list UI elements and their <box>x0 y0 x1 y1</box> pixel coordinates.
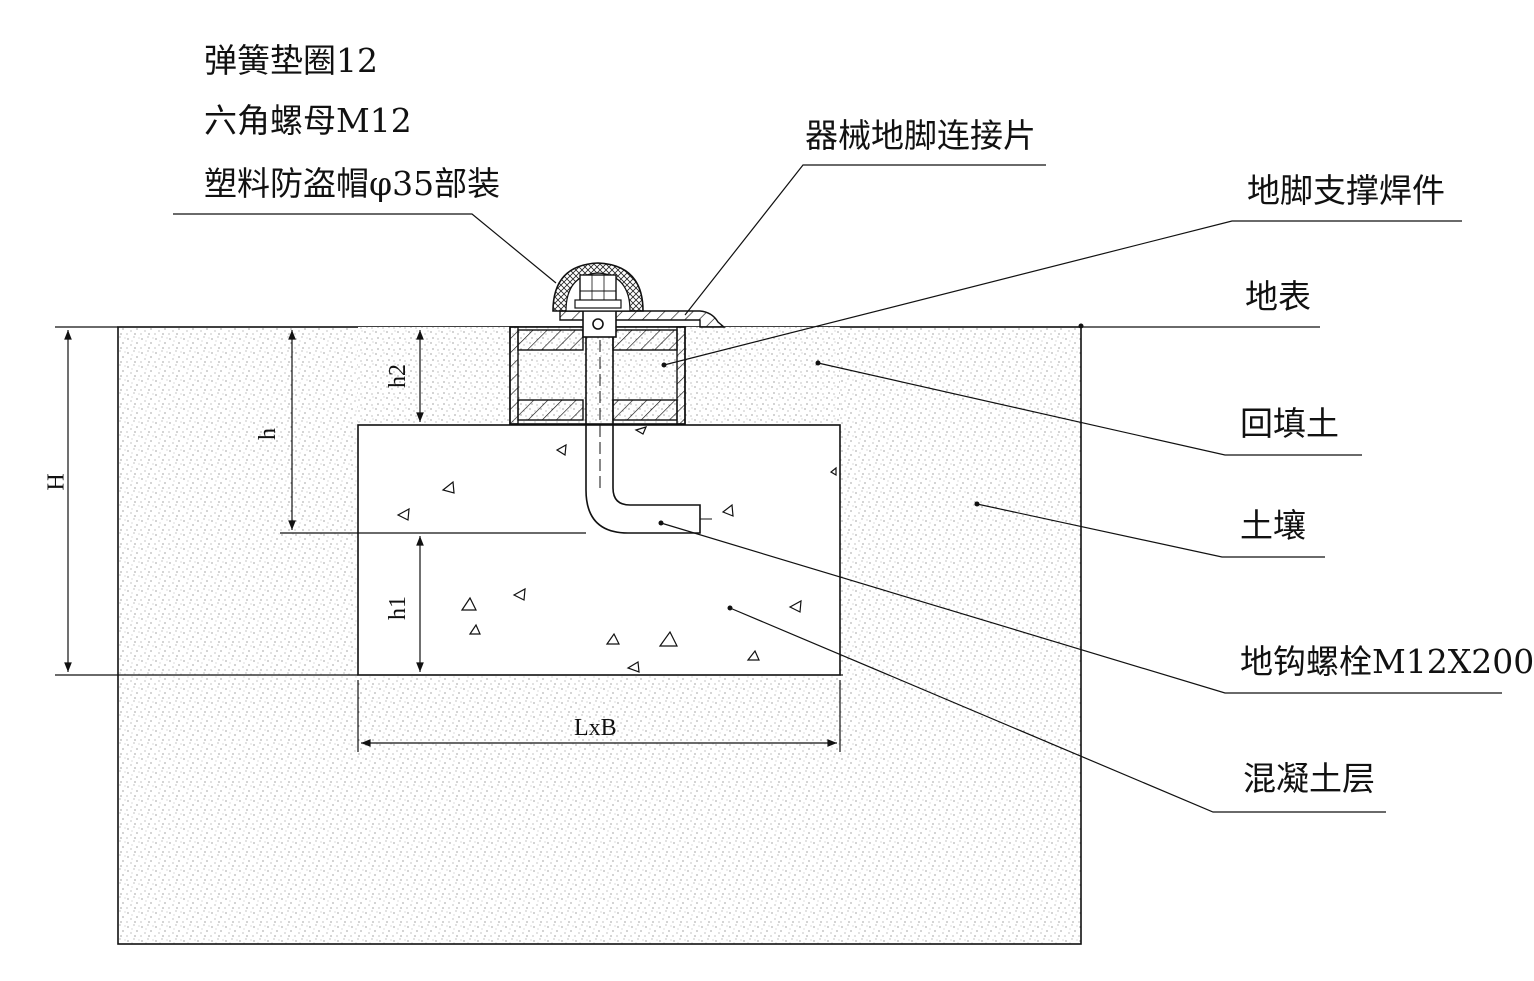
backfill-region <box>358 327 840 425</box>
dim-label-h2: h2 <box>385 364 411 388</box>
dim-label-h1: h1 <box>385 596 411 620</box>
dim-label-h: h <box>255 428 281 440</box>
aggregate-marks <box>396 426 837 673</box>
label-concrete-layer: 混凝土层 <box>1243 759 1375 798</box>
dimension-lines <box>55 329 843 752</box>
plastic-cap <box>552 262 644 312</box>
label-ground-surface: 地表 <box>1245 277 1311 316</box>
dim-label-LxB: LxB <box>574 715 617 741</box>
label-spring-washer: 弹簧垫圈12 <box>204 41 378 80</box>
dim-label-H: H <box>43 473 70 491</box>
label-connector-plate: 器械地脚连接片 <box>805 116 1036 155</box>
anchor-bolt <box>582 308 712 534</box>
spring-washer <box>574 299 622 309</box>
label-backfill: 回填土 <box>1240 404 1339 443</box>
concrete-layer-region <box>357 424 841 676</box>
label-anchor-bolt: 地钩螺栓M12X200 <box>1240 642 1534 681</box>
label-soil: 土壤 <box>1240 506 1306 545</box>
label-hex-nut: 六角螺母M12 <box>204 101 412 140</box>
leader-lines <box>173 164 1502 813</box>
label-plastic-cap: 塑料防盗帽φ35部装 <box>204 164 501 203</box>
label-support-weldment: 地脚支撑焊件 <box>1247 171 1445 210</box>
